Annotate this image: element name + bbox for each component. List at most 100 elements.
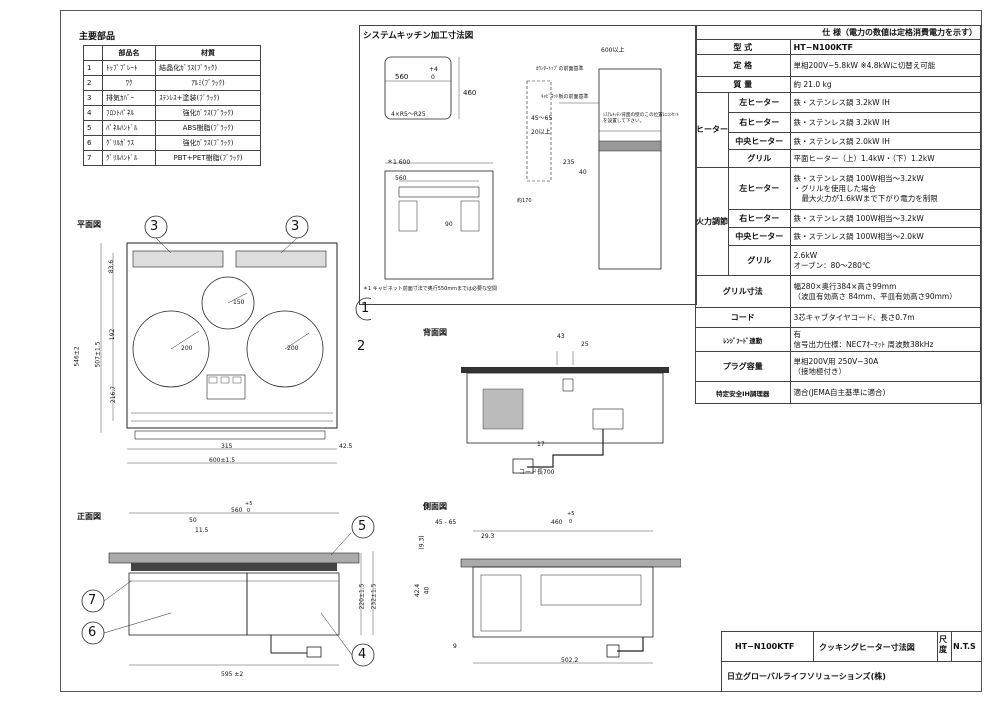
- part-name: ﾄｯﾌﾟﾌﾟﾚｰﾄ: [101, 60, 157, 76]
- kitchen-note-top: ｶｳﾝﾀｰﾄｯﾌﾟの前面基準: [536, 66, 584, 72]
- title-block-sep2: [937, 631, 938, 661]
- front-drawing: [81, 512, 375, 667]
- spec-power-left-key: 左ヒーター: [728, 167, 791, 210]
- plan-dim-83: 83.6: [108, 259, 116, 274]
- spec-power-label: 火力調節: [695, 167, 729, 276]
- front-dim-560: 560: [231, 507, 243, 514]
- part-material: PBT+PET樹脂(ﾌﾞﾗｯｸ): [155, 150, 261, 166]
- spec-plug-line1: 単相200V用 250V−30A: [793, 356, 879, 366]
- front-dim-plus5: +5: [245, 501, 253, 507]
- spec-heater-grill-value: 平面ヒーター（上）1.4kW・（下）1.2kW: [789, 149, 982, 168]
- kitchen-dim-side: 約170: [517, 198, 532, 204]
- kitchen-title: システムキッチン加工寸法図: [363, 31, 474, 41]
- kitchen-dim-560: 560: [395, 73, 409, 81]
- spec-power-grill-line2: オーブン：80～280℃: [793, 260, 871, 270]
- side-title: 側面図: [423, 502, 447, 511]
- part-material: ｽﾃﾝﾚｽ+塗装(ﾌﾞﾗｯｸ): [155, 90, 261, 106]
- plan-dim-600: 600±1.5: [209, 457, 236, 464]
- spec-cord-key: コード: [695, 307, 791, 328]
- part-name: ｸﾞﾘﾙｶﾞﾗｽ: [101, 135, 157, 151]
- spec-power-center-value: 鉄・ステンレス鍋 100W相当～2.0kW: [789, 227, 982, 246]
- title-scale-value: N.T.S: [953, 642, 976, 651]
- plan-dim-425: 42.5: [339, 443, 353, 450]
- back-dim-43: 43: [557, 333, 565, 340]
- back-cord-length: コード長700: [519, 469, 555, 476]
- spec-power-right-value: 鉄・ステンレス鍋 100W相当～3.2kW: [789, 209, 982, 228]
- plan-dim-507: 507±1.5: [94, 341, 102, 368]
- spec-power-grill-line1: 2.6kW: [793, 250, 818, 260]
- part-name: 排気ｶﾊﾞｰ: [101, 90, 157, 106]
- side-dim-424: 42.4: [414, 583, 422, 598]
- spec-heater-right-value: 鉄・ステンレス鍋 3.2kW IH: [789, 112, 982, 133]
- kitchen-note-cabinet: ｷｬﾋﾞﾈｯﾄ板の前面基準: [541, 94, 589, 100]
- side-dim-5022: 502.2: [561, 657, 579, 664]
- title-block-sep1: [813, 631, 814, 661]
- spec-safety-key: 特定安全IH調理器: [695, 381, 791, 404]
- part-name: ﾜｸ: [101, 75, 157, 91]
- spec-plug-value: 単相200V用 250V−30A（接地極付き）: [789, 351, 982, 382]
- kitchen-drawing: [384, 56, 662, 280]
- spec-heater-label: ヒーター: [695, 92, 729, 168]
- spec-heater-center-value: 鉄・ステンレス鍋 2.0kW IH: [789, 132, 982, 150]
- spec-power-grill-key: グリル: [728, 245, 791, 276]
- front-dim-595: 595 ±2: [221, 671, 244, 678]
- parts-header-material: 材質: [155, 45, 261, 61]
- back-dim-17: 17: [537, 441, 545, 448]
- spec-heater-right-key: 右ヒーター: [728, 112, 791, 133]
- kitchen-dim-45-65: 45～65: [531, 115, 553, 122]
- plan-title: 平面図: [77, 220, 101, 229]
- spec-power-left-line1: 鉄・ステンレス鍋 100W相当～3.2kW: [793, 173, 924, 183]
- plan-dim-2167: 216.7: [110, 385, 118, 404]
- front-dim-0: 0: [247, 508, 251, 514]
- plan-callout-2: 2: [357, 339, 366, 354]
- plan-dim-200b: 200: [287, 345, 299, 352]
- spec-grill-dim-value: 幅280×奥行384×高さ99mm（波皿有効高さ 84mm、平皿有効高さ90mm…: [789, 275, 982, 308]
- plan-dim-200a: 200: [181, 345, 193, 352]
- spec-mass-key: 質 量: [695, 76, 791, 93]
- plan-drawing: [100, 215, 371, 464]
- title-drawing-name: クッキングヒーター寸法図: [819, 643, 915, 652]
- plan-dim-315: 315: [221, 443, 233, 450]
- kitchen-footnote: ＊1 キャビネット前面寸法で奥行550mmまでは必要な空間: [363, 286, 498, 292]
- title-scale-key: 尺度: [939, 635, 947, 654]
- spec-rating-value: 単相200V−5.8kW ※4.8kWに切替え可能: [789, 54, 982, 77]
- spec-safety-value: 適合(JEMA自主基準に適合): [789, 381, 982, 404]
- kitchen-note-outlet: ｼｽﾃﾑｷｯﾁﾝ背面の壁のこの位置にｺﾝｾﾝﾄを設置して下さい。: [603, 113, 679, 124]
- kitchen-dim-0: 0: [431, 74, 435, 81]
- front-dim-50: 50: [189, 517, 197, 524]
- side-dim-plus5: +5: [567, 511, 575, 517]
- part-no: 1: [83, 60, 103, 76]
- title-block-sep3: [951, 631, 952, 661]
- side-dim-0: 0: [569, 519, 573, 525]
- spec-power-left-line2: ・グリルを使用した場合: [793, 183, 877, 193]
- spec-hood-line1: 有: [793, 329, 802, 339]
- kitchen-dim-600b: ＊1 600: [387, 159, 411, 166]
- side-dim-293: 29.3: [481, 533, 495, 540]
- kitchen-dim-90: 90: [445, 221, 453, 228]
- side-dim-93: (9.3): [418, 535, 426, 550]
- spec-heater-left-value: 鉄・ステンレス鍋 3.2kW IH: [789, 92, 982, 113]
- title-company: 日立グローバルライフソリューションズ(株): [727, 672, 886, 681]
- parts-header-row: 部品名 材質: [83, 45, 261, 61]
- spec-grill-dim-line2: （波皿有効高さ 84mm、平皿有効高さ90mm）: [793, 291, 957, 301]
- spec-heater-grill-key: グリル: [728, 149, 791, 168]
- part-material: ABS樹脂(ﾌﾞﾗｯｸ): [155, 120, 261, 136]
- back-title: 背面図: [423, 328, 447, 337]
- part-no: 6: [83, 135, 103, 151]
- kitchen-dim-40: 40: [579, 169, 587, 176]
- front-callout-7: 7: [88, 593, 97, 608]
- part-material: 強化ｶﾞﾗｽ(ﾌﾞﾗｯｸ): [155, 105, 261, 121]
- plan-dim-546: 546±2: [73, 346, 81, 367]
- plan-callout-3b: 3: [291, 219, 300, 234]
- side-dim-460: 460: [551, 519, 563, 526]
- part-name: ﾊﾟﾈﾙﾊﾝﾄﾞﾙ: [101, 120, 157, 136]
- spec-model-key: 型 式: [695, 39, 791, 55]
- plan-dim-150: 150: [233, 299, 245, 306]
